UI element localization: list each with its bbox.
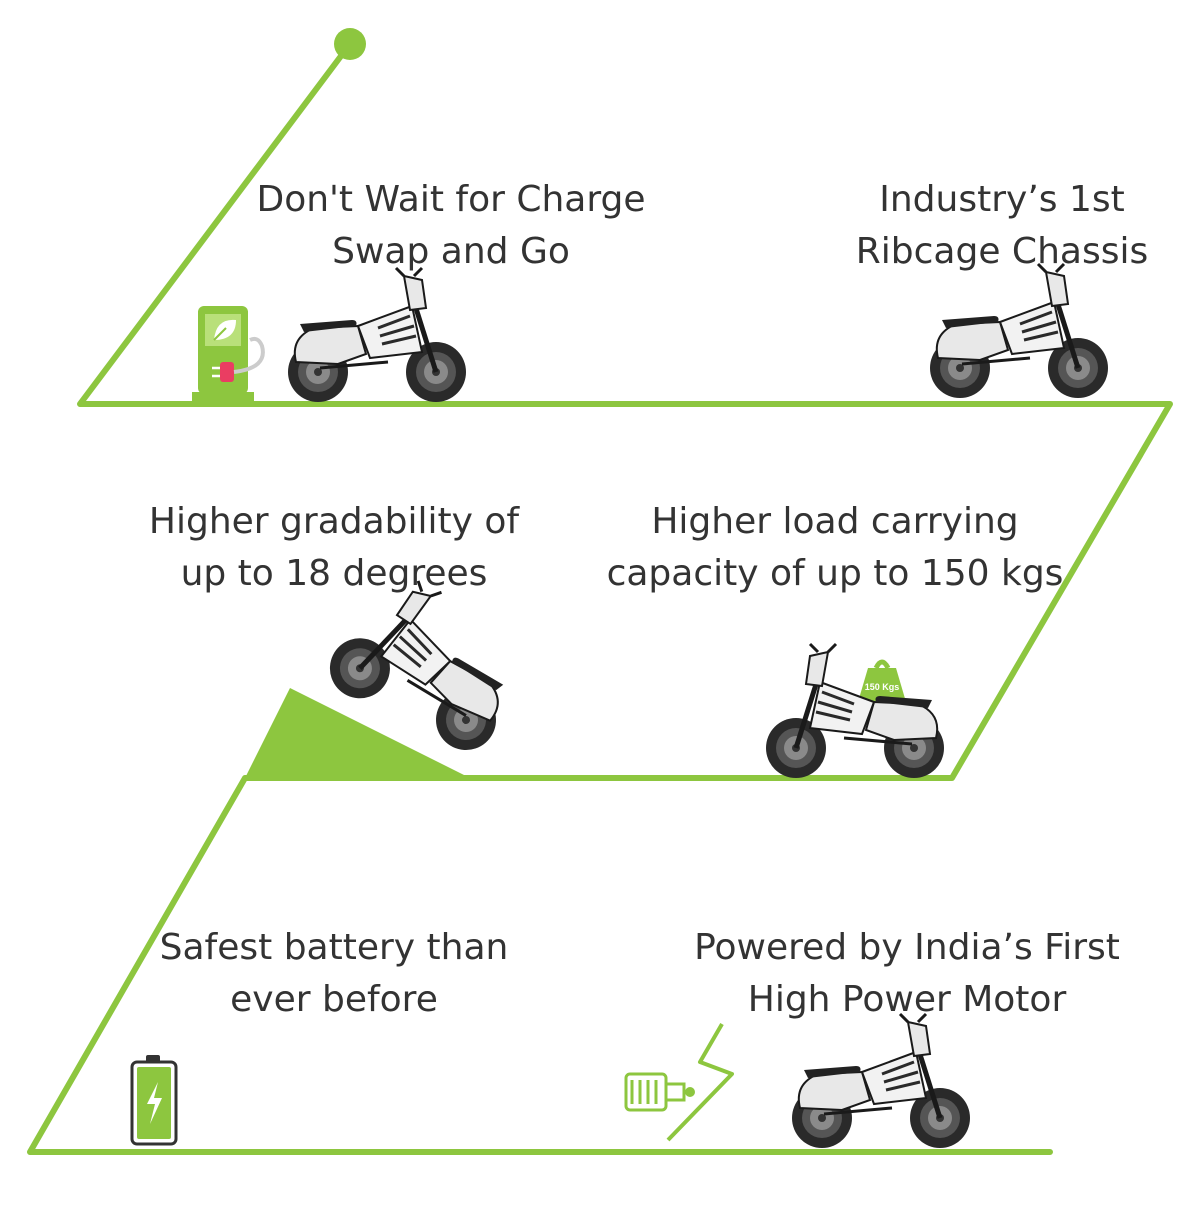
caption-line-1: Industry’s 1st: [879, 179, 1125, 220]
charging-station-icon: [192, 306, 265, 402]
feature-caption-gradability: Higher gradability of up to 18 degrees: [124, 496, 544, 600]
feature-caption-battery: Safest battery than ever before: [134, 922, 534, 1026]
scooter-image-chassis: [930, 264, 1108, 398]
scooter-image-swap: [288, 268, 466, 402]
zigzag-path: [27, 41, 1173, 1155]
caption-line-2: ever before: [230, 979, 438, 1020]
path-start-dot: [334, 28, 366, 60]
caption-line-2: capacity of up to 150 kgs: [606, 553, 1064, 594]
scooter-image-motor: [792, 1014, 970, 1148]
caption-line-2: up to 18 degrees: [180, 553, 488, 594]
caption-line-2: High Power Motor: [747, 979, 1067, 1020]
feature-caption-chassis: Industry’s 1st Ribcage Chassis: [822, 174, 1182, 278]
battery-icon: [130, 1055, 178, 1146]
scooter-image-load: [766, 644, 944, 778]
feature-caption-swap: Don't Wait for Charge Swap and Go: [226, 174, 676, 278]
incline-ramp-icon: [245, 688, 470, 778]
caption-line-2: Swap and Go: [332, 231, 570, 272]
caption-line-1: Powered by India’s First: [694, 927, 1120, 968]
weight-label: 150 Kgs: [865, 682, 900, 692]
caption-line-1: Higher gradability of: [148, 501, 520, 542]
caption-line-1: Higher load carrying: [651, 501, 1019, 542]
feature-caption-load: Higher load carrying capacity of up to 1…: [600, 496, 1070, 600]
caption-line-1: Don't Wait for Charge: [256, 179, 646, 220]
weight-icon: 150 Kgs: [858, 659, 906, 702]
caption-line-1: Safest battery than: [159, 927, 509, 968]
caption-line-2: Ribcage Chassis: [855, 231, 1149, 272]
motor-icon: [624, 1022, 734, 1142]
feature-caption-motor: Powered by India’s First High Power Moto…: [682, 922, 1132, 1026]
